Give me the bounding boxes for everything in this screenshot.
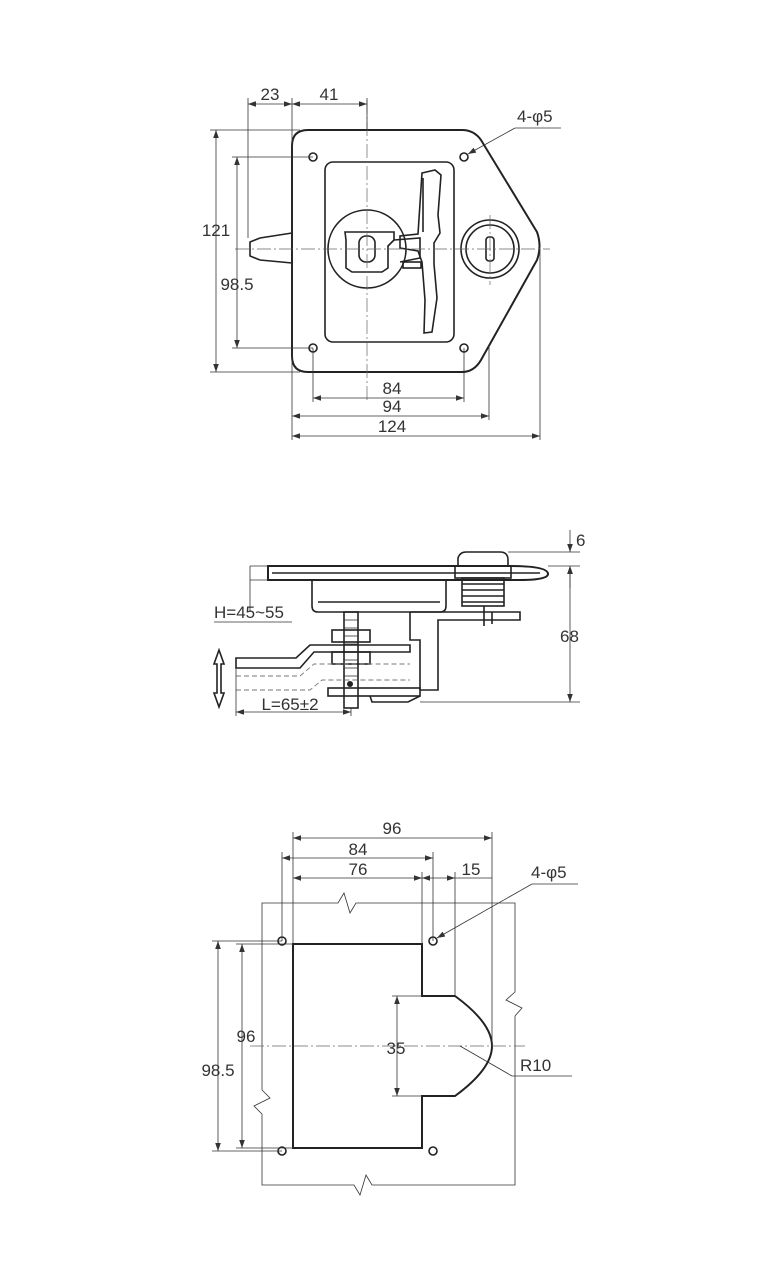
front-t-handle [399,169,442,334]
side-lock-head [457,551,509,567]
side-stud-threads [344,619,358,677]
dim-23-label: 23 [261,85,280,104]
side-nut-lower [331,651,371,665]
cut-holes-leader-line [436,883,533,939]
cut-dim-96-left-label: 96 [237,1027,256,1046]
front-handle-link [393,237,421,263]
side-nut-upper [331,629,371,643]
holes-leader-line [467,127,516,155]
cutout-view: 96 84 76 15 96 98.5 35 R10 4-φ5 [201,819,578,1196]
cut-radius-leader [459,1045,513,1077]
side-pawl-alt-2 [236,679,410,691]
cutout-profile [292,943,494,1149]
cutout-panel-border [253,892,523,1196]
dim-41-label: 41 [320,85,339,104]
front-recess-pan [324,161,455,343]
cut-holes-label: 4-φ5 [531,863,567,882]
side-lock-body [461,577,505,607]
side-cam-bracket-inner [409,612,421,690]
side-lock-threads [462,583,504,603]
mounting-hole-icon [459,152,469,162]
side-cam-bracket [410,611,521,691]
side-flange [267,565,550,581]
side-cam-plate [327,687,421,697]
dim-68-label: 68 [560,627,579,646]
dim-l-label: L=65±2 [261,695,318,714]
travel-arrow-icon [212,647,226,710]
side-lock-knurl [454,565,512,579]
side-cam-foot [369,695,421,703]
front-handle-clip [402,261,422,269]
front-hub-cam [344,231,395,273]
cut-radius-label: R10 [520,1056,551,1075]
side-pawl [235,644,411,669]
side-cam-pin [347,681,353,687]
cut-dim-84-label: 84 [349,840,368,859]
side-pan-body [311,580,447,613]
cut-dim-76-label: 76 [349,860,368,879]
cut-dim-35-label: 35 [387,1039,406,1058]
front-view: 23 41 121 98.5 84 94 124 4-φ5 [202,85,561,440]
dim-121-label: 121 [202,221,230,240]
dim-h-label: H=45~55 [214,603,284,622]
side-view: 6 68 H=45~55 L=65±2 [212,530,585,716]
front-latch-bolt [249,232,293,264]
dim-84-label: 84 [383,379,402,398]
mounting-hole-icon [428,1146,438,1156]
dim-94-label: 94 [383,397,402,416]
side-pawl-alt [236,663,410,677]
holes-label: 4-φ5 [517,107,553,126]
cut-dim-98-5-label: 98.5 [201,1061,234,1080]
cut-dim-96-top-label: 96 [383,819,402,838]
dim-6-label: 6 [576,531,585,550]
dim-98-5-label: 98.5 [220,275,253,294]
dim-124-label: 124 [378,417,406,436]
cut-dim-15-label: 15 [462,860,481,879]
